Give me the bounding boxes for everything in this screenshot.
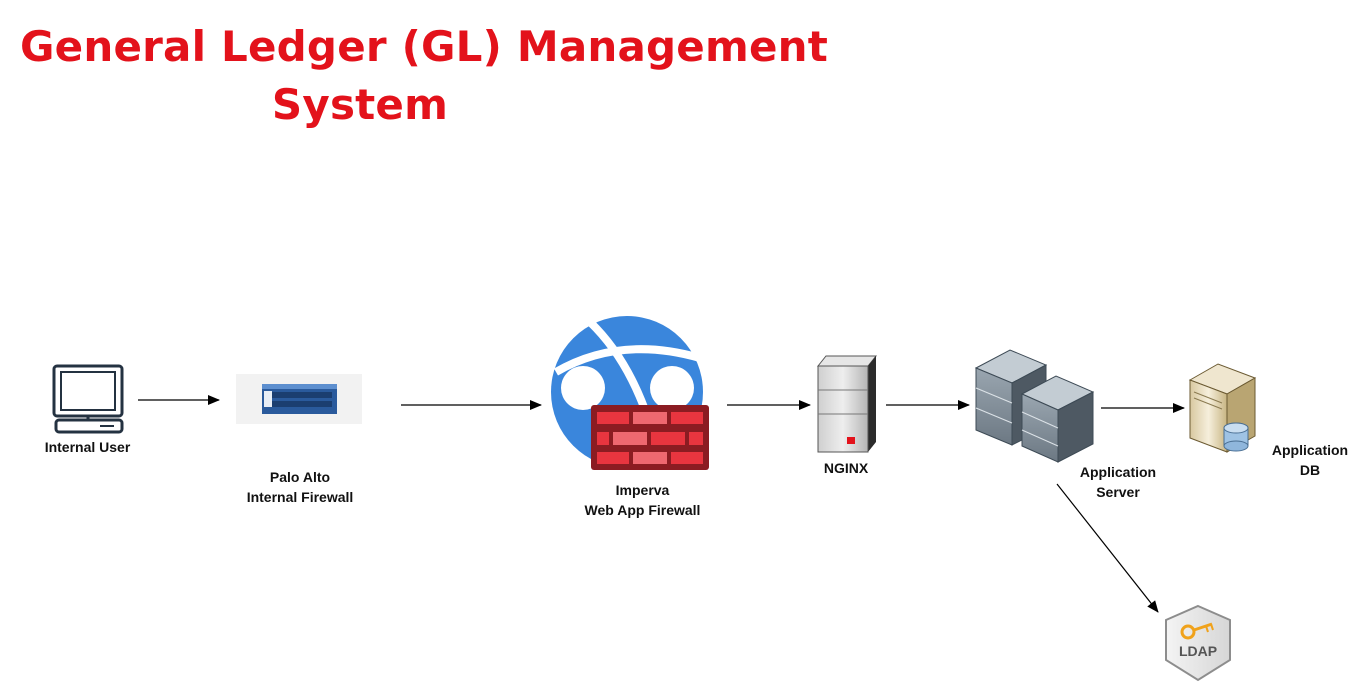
imperva-label-line-2: Web App Firewall xyxy=(584,502,701,518)
app-db-label-line-1: Application xyxy=(1271,442,1349,458)
server-cluster-icon xyxy=(974,349,1095,463)
server-tower-icon xyxy=(816,355,878,453)
title-line-1: General Ledger (GL) Management xyxy=(20,22,829,71)
app-server-label-line-2: Server xyxy=(1096,484,1140,500)
palo-alto-label: Palo Alto Internal Firewall xyxy=(230,467,370,507)
app-server-label-line-1: Application xyxy=(1079,464,1157,480)
nginx-label: NGINX xyxy=(823,460,869,476)
database-server-icon xyxy=(1188,363,1257,453)
title-line-2: System xyxy=(271,80,449,129)
computer-icon xyxy=(52,364,124,434)
palo-alto-label-line-2: Internal Firewall xyxy=(246,489,354,505)
arrow-appserver-to-ldap xyxy=(1056,483,1159,613)
internal-user-label: Internal User xyxy=(44,439,131,455)
web-app-firewall-icon xyxy=(551,316,709,470)
app-db-label-line-2: DB xyxy=(1299,462,1321,478)
imperva-label-line-1: Imperva xyxy=(615,482,670,498)
ldap-label: LDAP xyxy=(1179,643,1217,659)
app-db-label: Application DB xyxy=(1262,440,1358,480)
imperva-label: Imperva Web App Firewall xyxy=(570,480,715,520)
app-server-label: Application Server xyxy=(1068,462,1168,502)
firewall-appliance-icon xyxy=(236,374,362,424)
ldap-shield-icon: LDAP xyxy=(1165,604,1231,682)
diagram-title: General Ledger (GL) Management System xyxy=(20,18,829,134)
palo-alto-label-line-1: Palo Alto xyxy=(269,469,331,485)
